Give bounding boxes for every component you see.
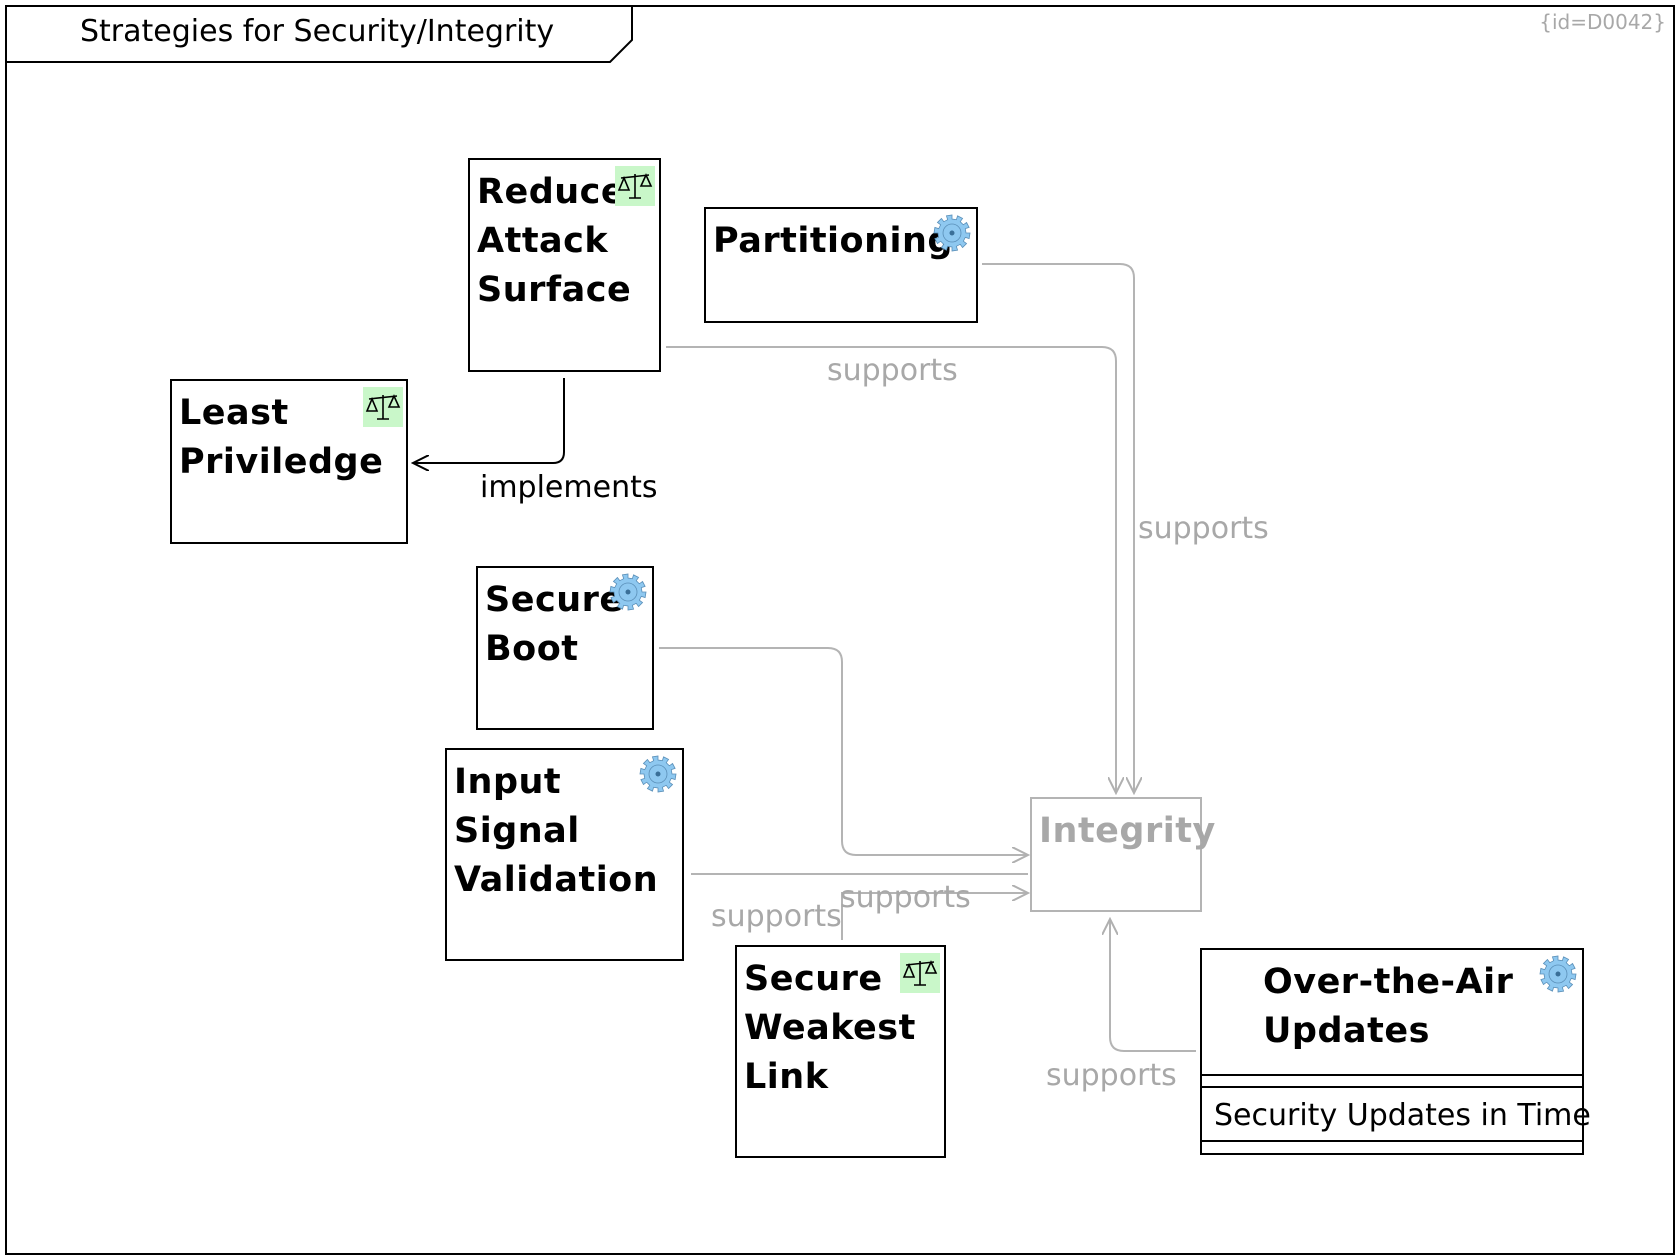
node-label: Secure Weakest Link [744,959,916,1097]
edge-supports-reduce[interactable] [666,346,1116,793]
frame-id-label: {id=D0042} [1539,10,1666,34]
edge-implements[interactable] [413,378,565,463]
compartment-divider [1202,1074,1582,1076]
node-label: Input Signal Validation [454,762,659,900]
edge-label-implements: implements [480,470,658,505]
node-integrity[interactable]: Integrity [1030,797,1215,912]
edge-label-supports: supports [840,880,971,915]
compartment-divider [1202,1140,1582,1142]
balance-scale-icon [900,953,940,993]
edge-label-supports: supports [1046,1058,1177,1093]
compartment-text: Security Updates in Time [1214,1098,1591,1133]
frame-title: Strategies for Security/Integrity [80,14,555,49]
gear-icon [638,754,678,794]
edge-supports-weakest-link[interactable] [841,893,1028,940]
compartment-divider [1202,1086,1582,1088]
gear-icon [1538,954,1578,994]
balance-scale-icon [615,166,655,206]
node-label: Secure Boot [485,580,624,669]
gear-icon [932,213,972,253]
node-label: Over-the-Air Updates [1263,962,1514,1051]
node-secure-weakest-link[interactable]: Secure Weakest Link [735,945,946,1158]
frame-border [5,5,1675,1255]
node-label: Reduce Attack Surface [477,172,632,310]
balance-scale-icon [363,387,403,427]
node-least-priviledge[interactable]: Least Priviledge [170,379,408,544]
edge-supports-secure-boot[interactable] [659,647,1028,855]
edge-label-supports: supports [1138,511,1269,546]
node-over-the-air-updates[interactable]: Over-the-Air Updates Security Updates in… [1200,948,1591,1155]
node-label: Integrity [1039,811,1216,851]
gear-icon [608,572,648,612]
node-reduce-attack-surface[interactable]: Reduce Attack Surface [468,158,661,372]
node-label: Least Priviledge [179,393,384,482]
frame-title-tab [6,6,633,63]
edge-label-supports: supports [711,899,842,934]
edge-supports-ota[interactable] [1110,919,1196,1052]
node-secure-boot[interactable]: Secure Boot [476,566,654,730]
edge-label-supports: supports [827,353,958,388]
node-partitioning[interactable]: Partitioning [704,207,978,323]
node-label: Partitioning [713,221,953,261]
node-input-signal-validation[interactable]: Input Signal Validation [445,748,684,961]
edge-supports-partitioning[interactable] [982,263,1134,793]
